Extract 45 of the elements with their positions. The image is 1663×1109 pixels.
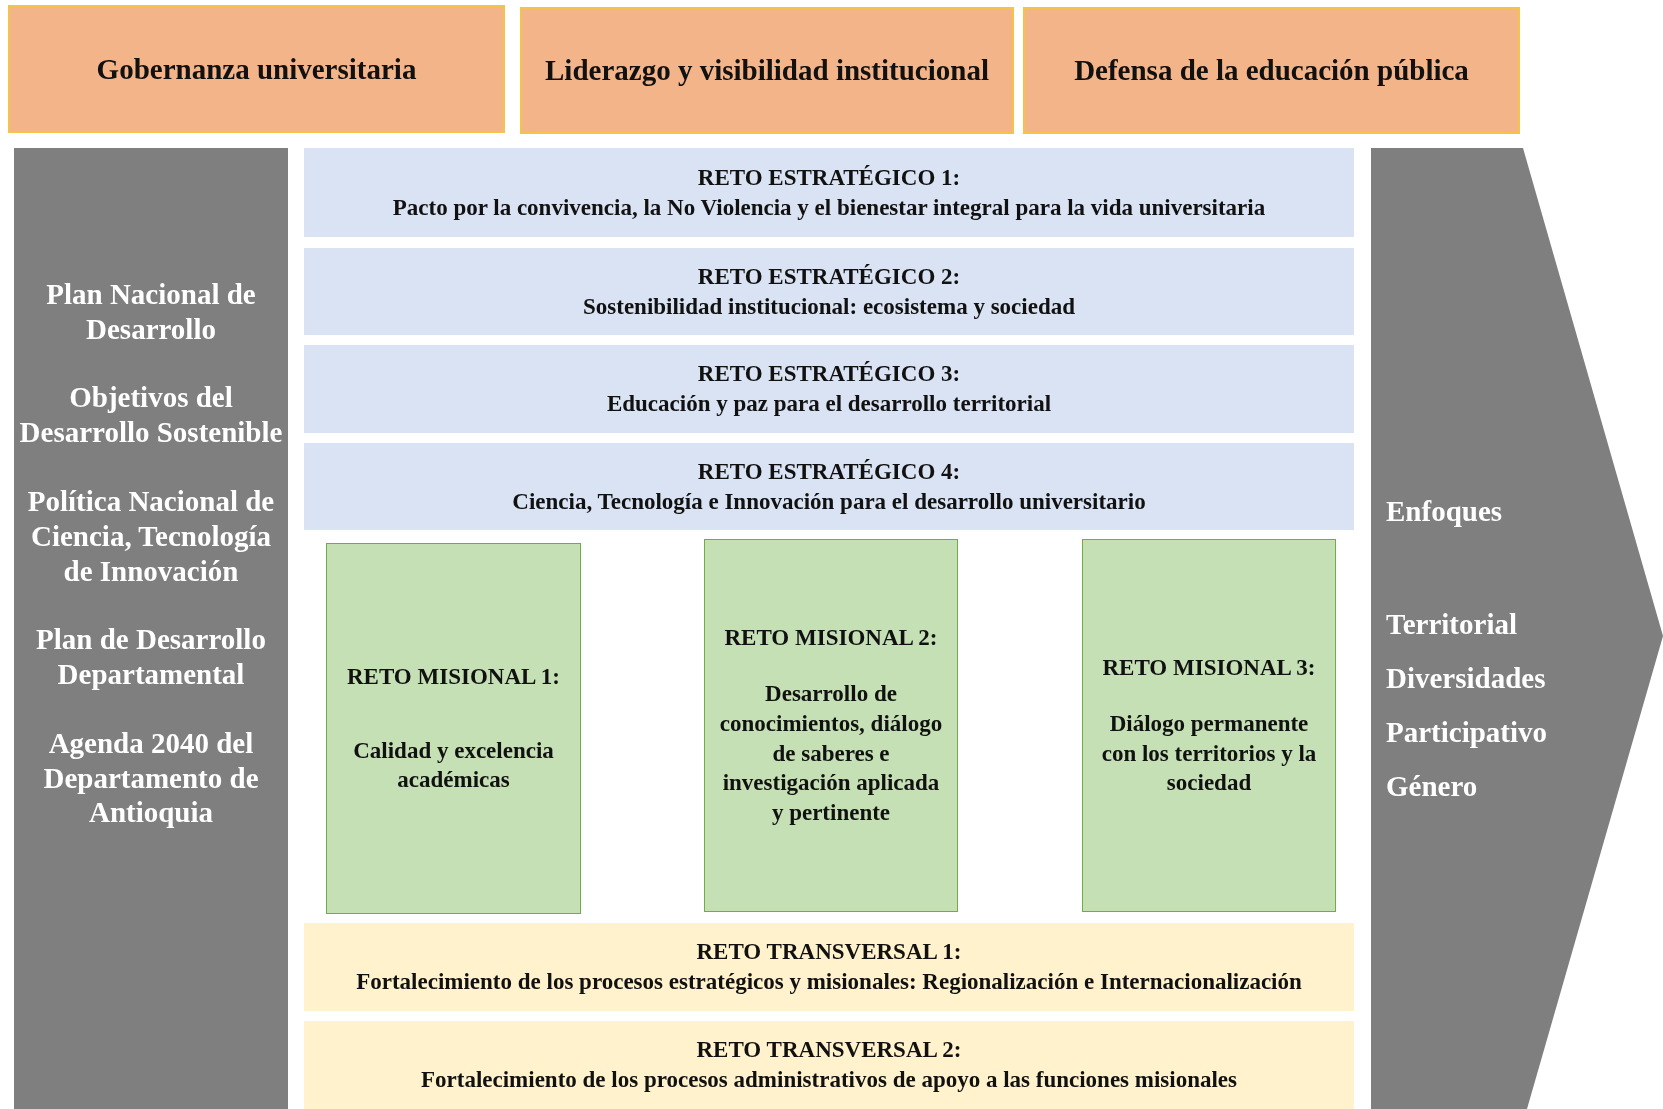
section-heading: Gobernanza universitaria: [96, 51, 417, 87]
challenge-description: Educación y paz para el desarrollo territorial: [606, 390, 1052, 418]
plan-name: Agenda 2040 del Departamento de Antioquia: [42, 725, 260, 831]
section-heading: Defensa de la educación pública: [1074, 53, 1469, 89]
challenge-title: RETO MISIONAL 2:: [724, 623, 938, 652]
challenge-title: RETO ESTRATÉGICO 1:: [697, 163, 961, 192]
approach-item: Diversidades: [1386, 661, 1546, 695]
challenge-title: RETO ESTRATÉGICO 3:: [697, 360, 961, 389]
strategic-challenge-box: [304, 248, 1354, 335]
strategic-challenge-box: [304, 443, 1354, 530]
challenge-title: RETO TRANSVERSAL 1:: [696, 938, 962, 967]
heading-box: [1023, 7, 1520, 134]
challenge-title: RETO MISIONAL 1:: [347, 662, 560, 691]
challenge-description: Fortalecimiento de los procesos estratégicos y misionales: Regionalización e Internacionalización: [356, 968, 1302, 996]
challenge-description: Ciencia, Tecnología e Innovación para el desarrollo universitario: [512, 487, 1146, 516]
strategic-challenge-box: [304, 345, 1354, 433]
plan-name: Política Nacional de Ciencia, Tecnología de Innovación: [26, 483, 276, 589]
approach-item: Territorial: [1386, 607, 1517, 641]
plan-name: Plan Nacional de Desarrollo: [45, 276, 257, 347]
strategic-challenge-box: [304, 148, 1354, 237]
challenge-description: Pacto por la convivencia, la No Violencia y el bienestar integral para la vida universitaria: [392, 193, 1266, 222]
challenge-description: Fortalecimiento de los procesos administrativos de apoyo a las funciones misionales: [420, 1066, 1238, 1094]
challenge-description: Sostenibilidad institucional: ecosistema y sociedad: [583, 292, 1075, 321]
plan-name: Plan de Desarrollo Departamental: [35, 622, 267, 692]
reference-panel: [14, 148, 288, 1109]
challenge-title: RETO ESTRATÉGICO 2:: [697, 262, 961, 291]
transversal-challenge-box: [304, 1021, 1354, 1109]
approach-item: Participativo: [1386, 715, 1548, 749]
challenge-description: Desarrollo de conocimientos, diálogo de saberes e investigación aplicada y pertinente: [718, 679, 944, 828]
heading-box: [520, 7, 1014, 134]
mission-challenge-box: [1082, 539, 1336, 912]
transversal-challenge-box: [304, 923, 1354, 1011]
mission-challenge-box: [704, 539, 958, 912]
challenge-title: RETO TRANSVERSAL 2:: [696, 1036, 962, 1065]
challenge-description: Calidad y excelencia académicas: [352, 736, 555, 795]
section-heading: Liderazgo y visibilidad institucional: [545, 53, 989, 89]
challenge-title: RETO ESTRATÉGICO 4:: [697, 457, 961, 486]
plan-name: Objetivos del Desarrollo Sostenible: [18, 380, 284, 450]
chevron-panel: [1371, 148, 1663, 1109]
approach-item: Género: [1386, 769, 1478, 803]
challenge-description: Diálogo permanente con los territorios y la sociedad: [1100, 709, 1318, 798]
heading-box: [8, 5, 505, 133]
mission-challenge-box: [326, 543, 581, 914]
challenge-title: RETO MISIONAL 3:: [1102, 653, 1316, 682]
approaches-heading: Enfoques: [1386, 494, 1503, 528]
